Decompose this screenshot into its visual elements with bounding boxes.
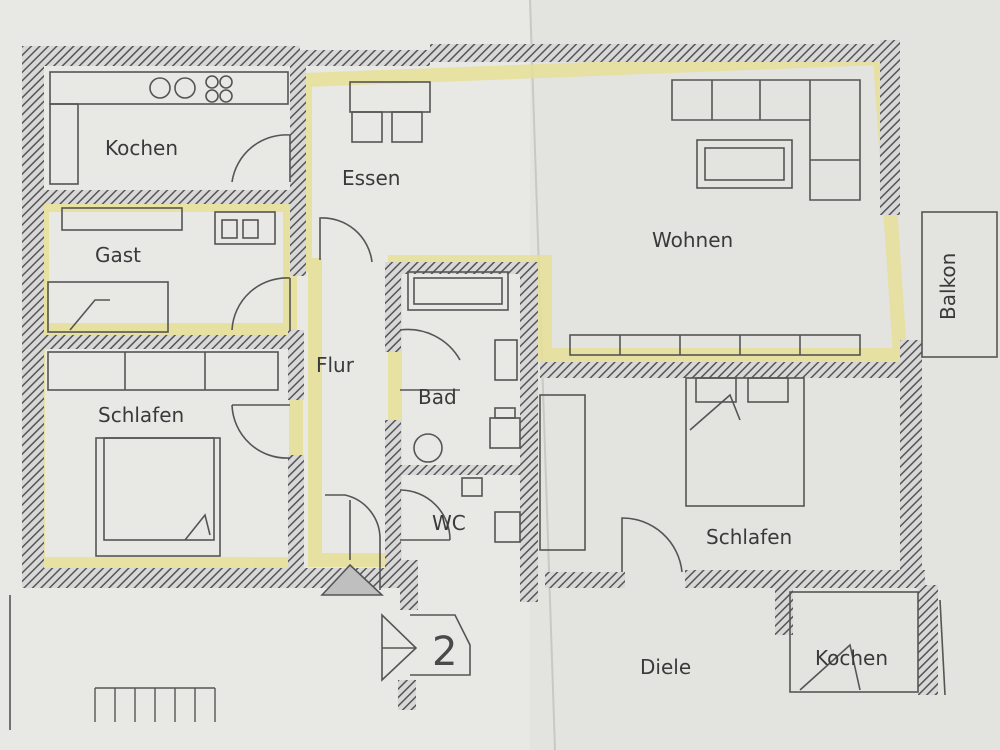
- stair-number: 2: [432, 629, 457, 675]
- railing: [94, 687, 216, 722]
- room-label-wohnen: Wohnen: [652, 228, 733, 252]
- room-label-flur: Flur: [316, 353, 355, 377]
- room-label-gast: Gast: [95, 243, 141, 267]
- room-label-schlafen-left: Schlafen: [98, 403, 184, 427]
- room-label-diele: Diele: [640, 655, 691, 679]
- room-label-bad: Bad: [418, 385, 457, 409]
- room-label-kochen-bottom: Kochen: [815, 646, 888, 670]
- room-label-kochen-top: Kochen: [105, 136, 178, 160]
- walls: [22, 40, 938, 710]
- room-label-essen: Essen: [342, 166, 400, 190]
- room-label-schlafen-right: Schlafen: [706, 525, 792, 549]
- room-label-balkon: Balkon: [936, 253, 960, 320]
- room-label-wc: WC: [432, 511, 466, 535]
- fixtures: [9, 71, 998, 730]
